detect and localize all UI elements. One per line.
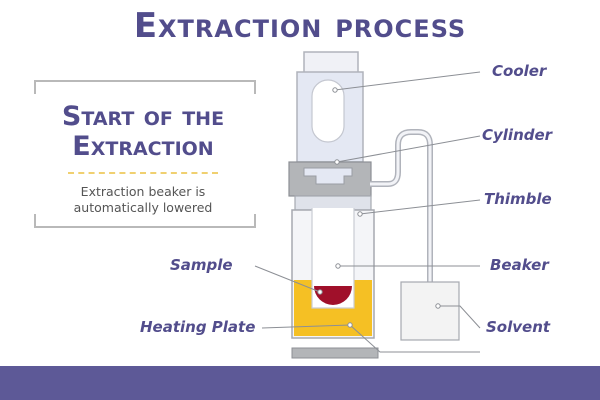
label-sample: Sample	[170, 256, 233, 274]
dot-cylinder	[334, 159, 340, 165]
label-beaker: Beaker	[490, 256, 549, 274]
label-heating-plate: Heating Plate	[140, 318, 256, 336]
info-panel-heading-line2: Extraction	[72, 131, 214, 162]
leader-cooler	[334, 71, 481, 91]
leader-dots	[317, 87, 441, 328]
info-panel-text-line2: automatically lowered	[73, 200, 213, 215]
leader-lines	[254, 71, 481, 353]
heating-plate	[291, 347, 379, 359]
thimble-holder	[294, 195, 372, 211]
leader-heating-plate	[261, 324, 480, 353]
info-panel-text-line1: Extraction beaker is	[80, 184, 206, 199]
leader-thimble	[359, 199, 481, 215]
dot-beaker	[335, 263, 341, 269]
info-panel-bracket-top	[34, 80, 256, 94]
cylinder-tube-inner	[370, 130, 432, 282]
info-panel: Start of the Extraction Extraction beake…	[34, 80, 256, 228]
page-title: Extraction process	[133, 6, 467, 46]
info-panel-heading: Start of the Extraction	[34, 102, 252, 162]
label-cooler: Cooler	[492, 62, 547, 80]
info-panel-bracket-bottom	[34, 214, 256, 228]
leader-solvent	[438, 305, 481, 329]
dot-heating-plate	[347, 322, 353, 328]
dot-cooler	[332, 87, 338, 93]
leader-cylinder	[336, 135, 481, 163]
info-panel-separator	[68, 172, 218, 174]
cooler-inner	[311, 79, 345, 143]
thimble	[311, 208, 355, 309]
dot-thimble	[357, 211, 363, 217]
sample	[314, 286, 352, 305]
dot-solvent	[435, 303, 441, 309]
leader-sample	[254, 265, 321, 293]
info-panel-heading-line1: Start of the	[61, 101, 225, 132]
label-cylinder: Cylinder	[482, 126, 553, 144]
cooler-top	[303, 51, 359, 75]
solvent-reservoir	[400, 281, 460, 341]
info-panel-text: Extraction beaker is automatically lower…	[34, 184, 252, 216]
footer-bar	[0, 366, 600, 400]
connector-channel	[303, 167, 353, 185]
label-thimble: Thimble	[484, 190, 552, 208]
dot-sample	[317, 289, 323, 295]
label-solvent: Solvent	[486, 318, 551, 336]
